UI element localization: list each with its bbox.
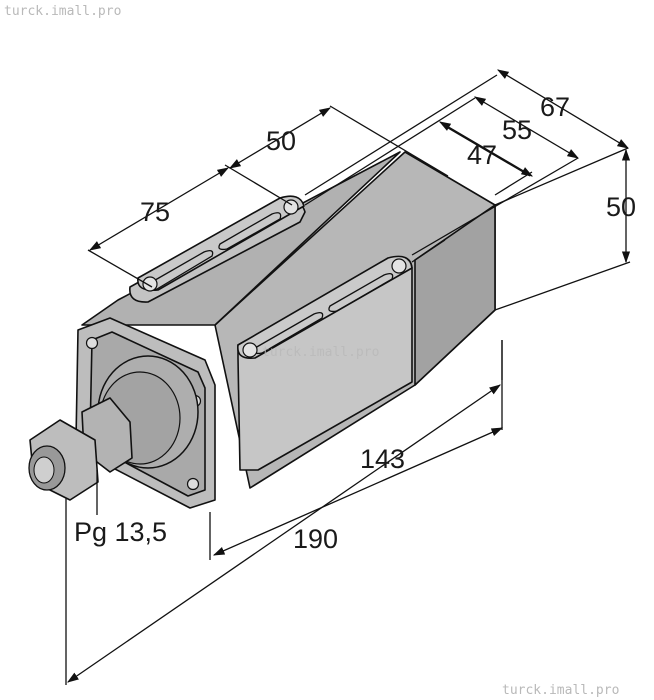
dim-190-label: 190 [293, 524, 338, 554]
watermark-center: turck.imall.pro [262, 345, 379, 360]
dim-50-top-label: 50 [266, 126, 296, 156]
flange-screw-icon [85, 336, 99, 350]
rail-hole-icon [142, 276, 158, 292]
dim-143-label: 143 [360, 444, 405, 474]
watermark-bottom: turck.imall.pro [502, 683, 619, 698]
dim-50-right-label: 50 [606, 192, 636, 222]
rail-hole-icon [391, 258, 407, 274]
rail-hole-icon [242, 342, 258, 358]
watermark-top: turck.imall.pro [4, 4, 121, 19]
flange-screw-icon [186, 477, 200, 491]
dim-47-label: 47 [467, 140, 497, 170]
dim-55-label: 55 [502, 115, 532, 145]
dim-67-label: 67 [540, 92, 570, 122]
thread-label: Pg 13,5 [74, 517, 167, 547]
rail-hole-icon [283, 199, 299, 215]
dimension-lines [65, 69, 631, 685]
cable-gland-bore [33, 456, 55, 484]
dim-75-label: 75 [140, 197, 170, 227]
